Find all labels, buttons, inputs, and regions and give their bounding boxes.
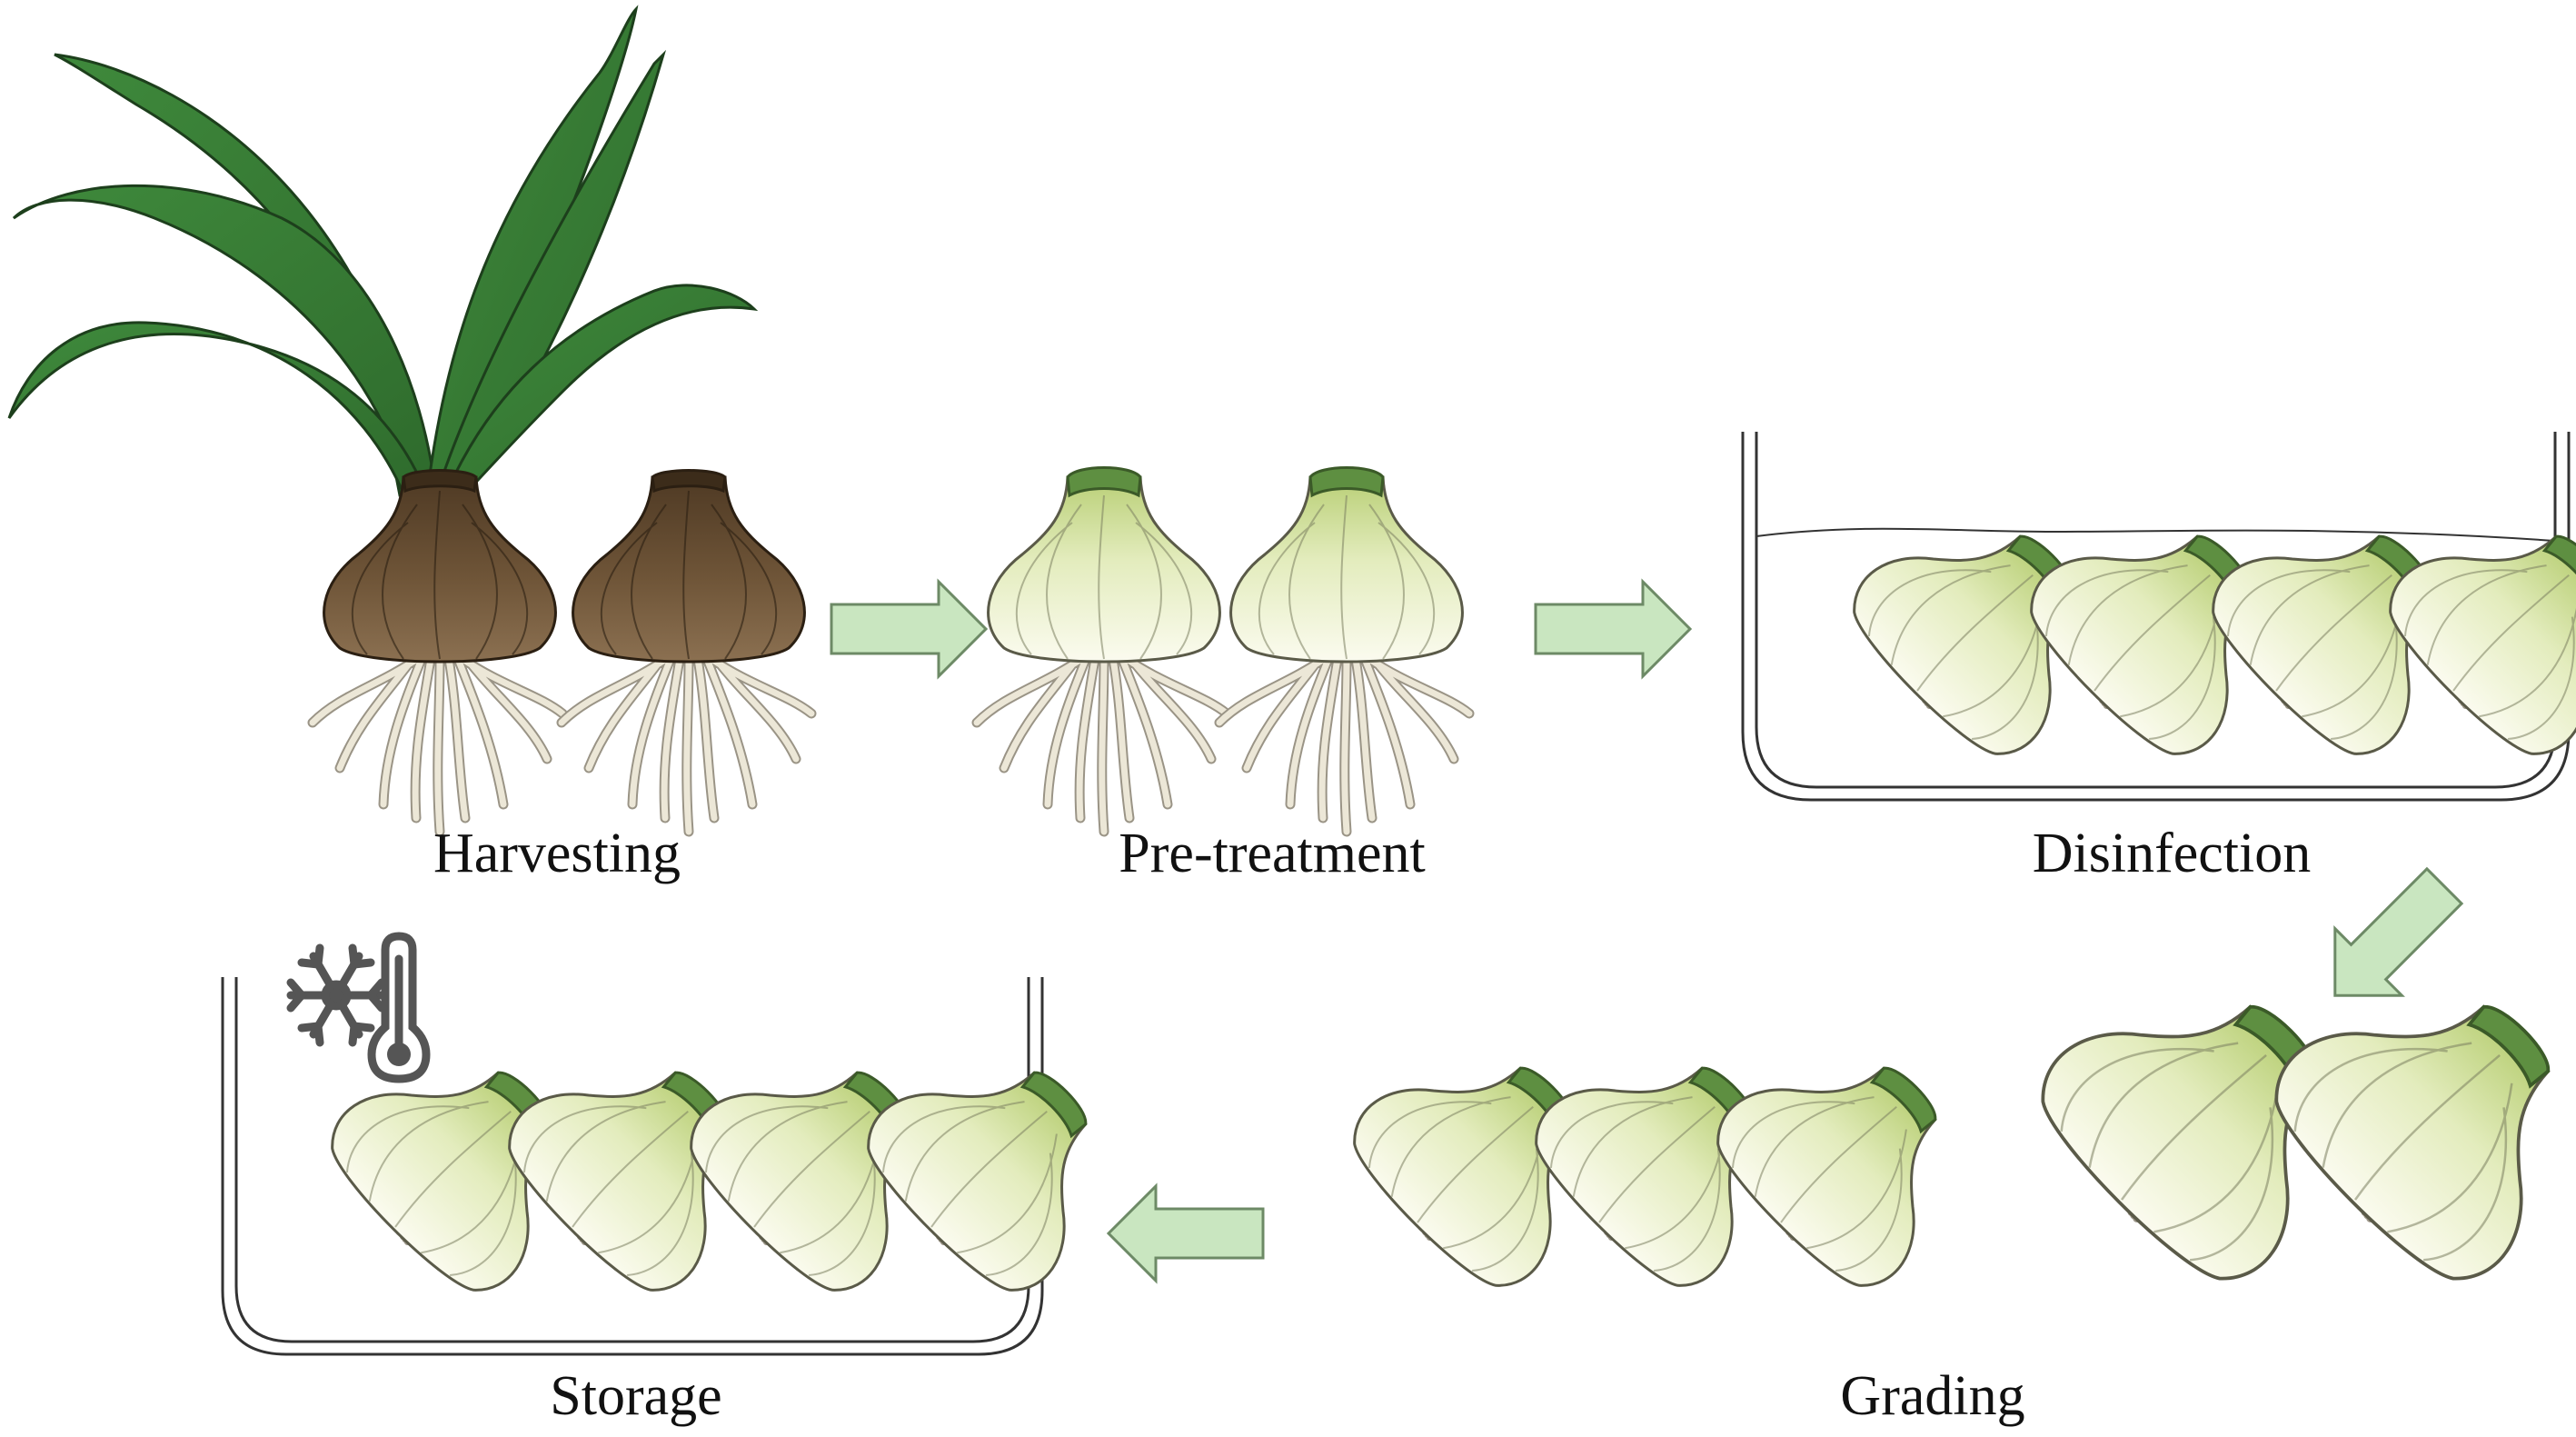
arrow-icon: [2300, 851, 2480, 1031]
disinfection-step: [1741, 432, 2576, 802]
step-label-harvesting: Harvesting: [433, 823, 681, 884]
step-label-pretreatment: Pre-treatment: [1119, 823, 1426, 884]
thermometer-icon: [367, 932, 431, 1083]
snowflake-icon: [286, 943, 386, 1047]
cleaned-bulb: [1219, 468, 1469, 833]
snowflake-thermometer-icon: [286, 932, 431, 1083]
bulb-with-plant: [313, 471, 562, 833]
arrow-icon: [830, 580, 988, 678]
step-label-storage: Storage: [550, 1365, 722, 1427]
step-label-disinfection: Disinfection: [2032, 823, 2312, 884]
disinfection-tank: [1741, 432, 2571, 802]
liquid-surface: [1755, 527, 2556, 542]
storage-container: [221, 977, 1044, 1356]
harvested-bulb: [562, 471, 811, 833]
stored-bulb: [848, 1010, 1149, 1311]
step-label-grading: Grading: [1840, 1365, 2025, 1427]
arrow-icon: [1107, 1184, 1265, 1282]
small-bulb: [1697, 1005, 1998, 1306]
plant-leaves: [7, 5, 759, 497]
cleaned-bulb: [977, 468, 1227, 833]
harvesting-step: [7, 5, 811, 833]
pretreatment-step: [977, 468, 1469, 833]
storage-step: [221, 932, 1149, 1356]
arrow-icon: [1534, 580, 1692, 678]
large-bulb: [2251, 928, 2576, 1304]
